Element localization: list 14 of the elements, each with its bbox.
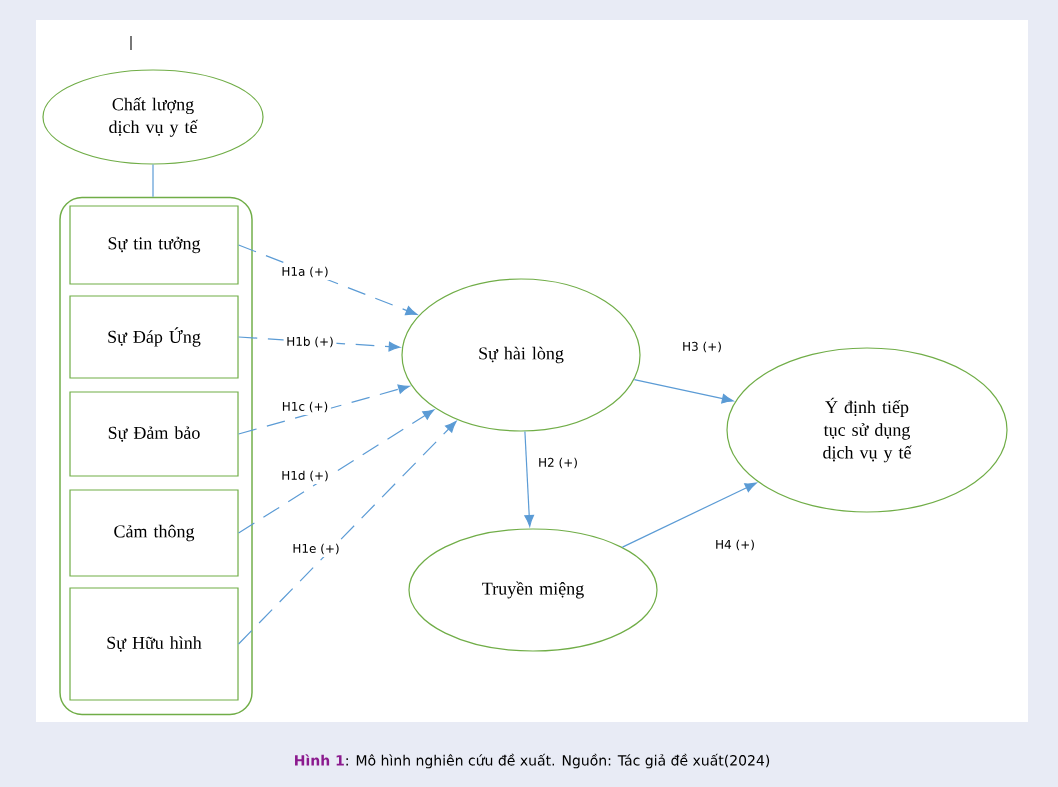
factor-box: Sự Đáp Ứng bbox=[69, 295, 239, 379]
arrow bbox=[238, 409, 435, 534]
arrow bbox=[238, 421, 457, 645]
arrow bbox=[238, 384, 410, 435]
factor-box: Sự tin tưởng bbox=[69, 205, 239, 285]
arrow bbox=[524, 430, 535, 527]
factor-box: Cảm thông bbox=[69, 489, 239, 577]
arrow bbox=[238, 244, 418, 316]
connector-line bbox=[152, 164, 154, 198]
figure-caption: Hình 1: Mô hình nghiên cứu đề xuất. Nguồn: Tác giả đề xuất(2024) bbox=[295, 753, 770, 769]
factor-box: Sự Hữu hình bbox=[69, 587, 239, 701]
factor-box: Sự Đảm bảo bbox=[69, 391, 239, 477]
arrow bbox=[633, 378, 734, 404]
arrow bbox=[621, 482, 757, 548]
